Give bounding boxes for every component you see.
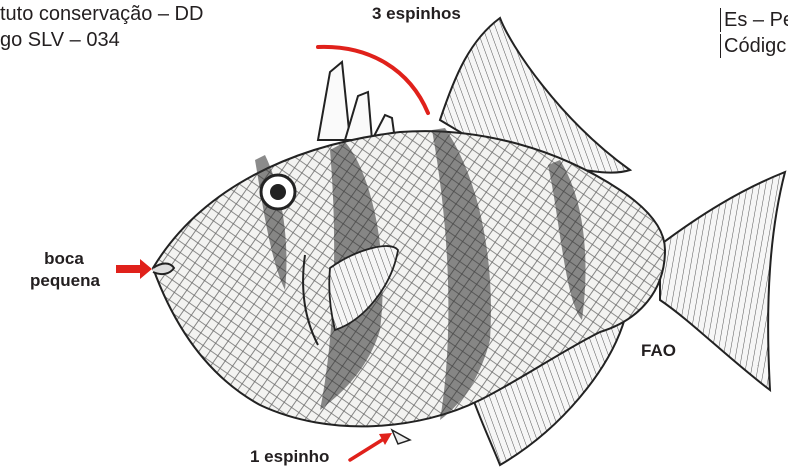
tail-fin bbox=[660, 172, 785, 390]
label-mouth-line2: pequena bbox=[29, 270, 101, 291]
label-dorsal-spines: 3 espinhos bbox=[372, 3, 461, 24]
ventral-spine bbox=[392, 430, 410, 444]
label-mouth-line1: boca bbox=[34, 248, 94, 269]
dorsal-spines bbox=[318, 62, 395, 140]
label-ventral-spine: 1 espinho bbox=[250, 446, 329, 467]
red-arrow-right-icon bbox=[116, 259, 152, 279]
red-arrow-up-right-icon bbox=[350, 433, 392, 460]
label-source: FAO bbox=[641, 340, 676, 361]
triggerfish-illustration bbox=[153, 18, 785, 465]
